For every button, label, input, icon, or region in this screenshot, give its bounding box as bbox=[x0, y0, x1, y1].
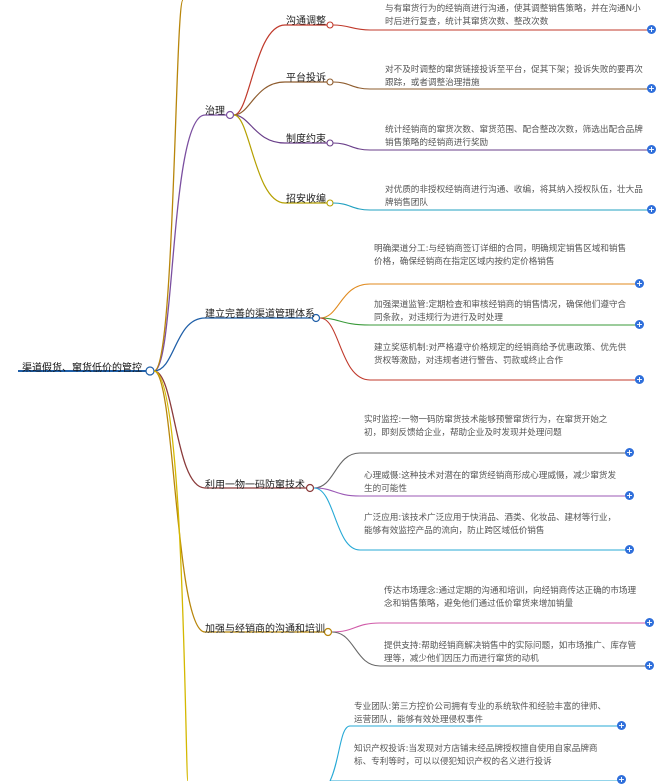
leaf-tixi-2: 加强渠道监管:定期检查和审核经销商的销售情况，确保他们遵守合同条款，对违规行为进… bbox=[374, 300, 627, 323]
expand-plus-icon[interactable]: + bbox=[625, 448, 634, 457]
branch-zhili[interactable]: 治理 bbox=[205, 106, 225, 117]
branch-yiwu-yima[interactable]: 利用一物一码防窜技术 bbox=[205, 480, 305, 491]
expand-plus-icon[interactable]: + bbox=[635, 279, 644, 288]
leaf-tixi-3: 建立奖惩机制:对严格遵守价格规定的经销商给予优惠政策、优先供货权等激励，对违规者… bbox=[374, 343, 627, 366]
expand-plus-icon[interactable]: + bbox=[647, 145, 656, 154]
expand-plus-icon[interactable]: + bbox=[635, 375, 644, 384]
yiwu-handle bbox=[305, 483, 315, 493]
connector-zhili-2 bbox=[233, 81, 286, 116]
connector-root-yiwu bbox=[153, 370, 206, 489]
leaf-tixi-1: 明确渠道分工:与经销商签订详细的合同，明确规定销售区域和销售价格，确保经销商在指… bbox=[374, 244, 627, 267]
node-zhidu-yueshu[interactable]: 制度约束 bbox=[286, 134, 326, 145]
leaf-goutong-tiaozheng: 与有窜货行为的经销商进行沟通，使其调整销售策略，并在沟通N小时后进行复查，统计其… bbox=[385, 4, 641, 27]
leaf-yiwu-3: 广泛应用:该技术广泛应用于快消品、酒类、化妆品、建材等行业，能够有效监控产品的流… bbox=[364, 513, 617, 536]
branch-qudao-tixi[interactable]: 建立完善的渠道管理体系 bbox=[205, 309, 315, 320]
connector-zhili-3 bbox=[233, 114, 286, 144]
expand-plus-icon[interactable]: + bbox=[647, 205, 656, 214]
connector-zhili-1 bbox=[233, 24, 286, 116]
leaf-goutong-2: 提供支持:帮助经销商解决销售中的实际问题，如市场推广、库存管理等，减少他们因压力… bbox=[384, 641, 637, 664]
node-goutong-tiaozheng[interactable]: 沟通调整 bbox=[286, 16, 326, 27]
expand-plus-icon[interactable]: + bbox=[645, 661, 654, 670]
leaf-zhaoan-shoubian: 对优质的非授权经销商进行沟通、收编，将其纳入授权队伍，壮大品牌销售团队 bbox=[385, 185, 643, 208]
expand-plus-icon[interactable]: + bbox=[625, 545, 634, 554]
zhili-handle bbox=[225, 110, 235, 120]
node-zhaoan-shoubian[interactable]: 招安收编 bbox=[286, 194, 326, 205]
connector-zhili-4 bbox=[233, 114, 286, 204]
connector-root-bottom bbox=[153, 370, 189, 781]
leaf-yiwu-2: 心理威慑:这种技术对潜在的窜货经销商形成心理威慑，减少窜货发生的可能性 bbox=[364, 471, 617, 494]
leaf-yiwu-1: 实时监控:一物一码防窜货技术能够预警窜货行为，在窜货开始之初，即刻反馈给企业，帮… bbox=[364, 415, 608, 438]
leaf-bottom-2: 知识产权投诉:当发现对方店铺未经品牌授权擅自使用自家品牌商标、专利等时，可以以侵… bbox=[354, 744, 598, 767]
connector-root-zhili bbox=[153, 114, 206, 372]
node-pingtai-tousu[interactable]: 平台投诉 bbox=[286, 73, 326, 84]
tixi-handle bbox=[311, 313, 321, 323]
connector-root-goutong bbox=[153, 370, 206, 633]
connector-root-tixi bbox=[153, 317, 206, 372]
expand-plus-icon[interactable]: + bbox=[647, 84, 656, 93]
expand-plus-icon[interactable]: + bbox=[617, 775, 626, 784]
goutong-handle bbox=[323, 627, 333, 637]
leaf-pingtai-tousu: 对不及时调整的窜货链接投诉至平台，促其下架；投诉失败的要再次跟踪，或者调整治理措… bbox=[385, 65, 643, 88]
connector-root-top bbox=[153, 0, 184, 372]
leaf-goutong-1: 传达市场理念:通过定期的沟通和培训，向经销商传达正确的市场理念和销售策略，避免他… bbox=[384, 586, 637, 609]
root-handle bbox=[145, 366, 155, 376]
leaf-zhidu-yueshu: 统计经销商的窜货次数、窜货范围、配合整改次数，筛选出配合品牌销售策略的经销商进行… bbox=[385, 125, 643, 148]
leaf-bottom-1: 专业团队:第三方控价公司拥有专业的系统软件和经验丰富的律师、运营团队，能够有效处… bbox=[354, 702, 607, 725]
expand-plus-icon[interactable]: + bbox=[645, 618, 654, 627]
branch-goutong-peixun[interactable]: 加强与经销商的沟通和培训 bbox=[205, 624, 325, 635]
expand-plus-icon[interactable]: + bbox=[647, 25, 656, 34]
expand-plus-icon[interactable]: + bbox=[625, 491, 634, 500]
expand-plus-icon[interactable]: + bbox=[635, 320, 644, 329]
root-node[interactable]: 渠道假货、窜货低价的管控 bbox=[22, 363, 142, 374]
expand-plus-icon[interactable]: + bbox=[617, 721, 626, 730]
